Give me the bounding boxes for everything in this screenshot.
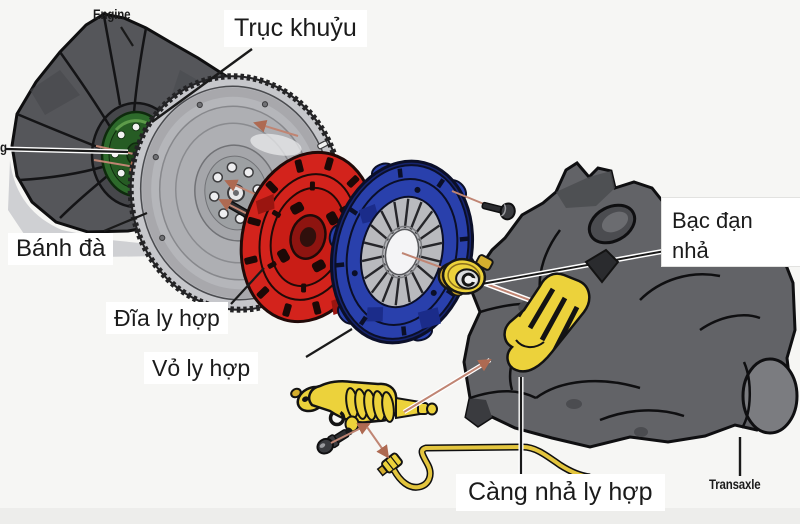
label-release-fork: Càng nhả ly hợp <box>456 474 665 511</box>
release-bearing <box>437 254 494 297</box>
label-clutch-cover: Vỏ ly hợp <box>144 352 259 385</box>
hydraulic-line <box>390 443 591 491</box>
cover-bolt <box>481 201 516 221</box>
label-engine: Engine <box>93 6 131 22</box>
bottom-shade <box>0 508 800 524</box>
centerline-arrows-bottom <box>330 358 492 459</box>
leader-clutch-disc <box>230 267 265 305</box>
label-release-bearing: Bạc đạn nhả <box>661 197 800 267</box>
label-edge-fragment: g <box>0 139 7 155</box>
leader-release-bearing <box>475 248 666 288</box>
label-flywheel: Bánh đà <box>8 233 114 265</box>
edge-leader-line <box>5 146 129 155</box>
label-crankshaft: Trục khuỷu <box>224 10 367 47</box>
label-clutch-disc: Đĩa ly hợp <box>106 302 228 335</box>
leader-lines <box>103 26 742 476</box>
cover-bolt-line <box>451 190 485 205</box>
slave-cylinder <box>290 379 438 433</box>
label-transaxle: Transaxle <box>709 476 761 492</box>
release-fork <box>503 248 620 373</box>
clutch-cover <box>328 159 476 345</box>
